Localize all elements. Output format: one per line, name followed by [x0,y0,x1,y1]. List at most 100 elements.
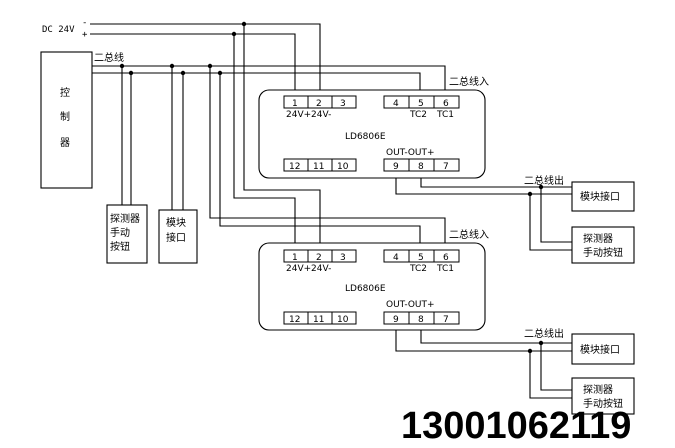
terminal-number: 1 [292,99,298,109]
bus-in-label: 二总线入 [449,228,489,241]
terminal-number: 7 [443,315,449,325]
junction-dot [128,70,134,76]
terminal-number: 8 [418,162,424,172]
junction-dot [180,70,186,76]
terminal-block [283,95,357,109]
terminal-number: 8 [418,315,424,325]
terminal-number: 1 [292,253,298,263]
wire-dc-minus-branch [243,24,321,250]
controller-box [40,51,93,189]
terminal-block [383,249,460,263]
detector-box-frame [106,204,148,264]
terminal-number: 11 [313,315,324,325]
terminal-block [383,158,460,172]
junction-dot [241,21,247,27]
wire-dev1-side-b [540,187,572,243]
phone-number: 13001062119 [401,405,631,447]
terminal-label: 24V- [311,110,331,120]
terminal-label: 24V- [311,264,331,274]
terminal-number: 10 [337,162,349,172]
terminal-number: 4 [393,253,399,263]
terminal-number: 12 [289,162,300,172]
junction-dot [538,184,544,190]
terminal-label: TC1 [436,264,454,274]
bus-in-label: 二总线入 [449,75,489,88]
terminal-block [383,95,460,109]
junction-dots [119,21,544,354]
side-detector-label: 探测器 [583,383,613,396]
wires [90,23,572,399]
module-box-line: 模块 [166,217,186,229]
device-model: LD6806E [345,132,386,142]
side-module-label: 模块接口 [580,190,620,203]
detector-box-line: 按钮 [110,240,130,253]
wire-dev2-side-b [540,343,572,391]
junction-dot [527,191,533,197]
terminal-number: 4 [393,99,399,109]
out-label: OUT-OUT+ [386,148,435,158]
terminal-number: 3 [340,99,346,109]
junction-dot [169,63,175,69]
terminal-label: TC1 [436,110,454,120]
wire-dev1-side-a [529,194,572,251]
terminal-block [383,311,460,325]
junction-dot [207,63,213,69]
bus-out-label: 二总线出 [524,174,564,187]
wire-dc-plus [90,33,296,96]
junction-dot [231,31,237,37]
wire-bus-b [92,72,421,96]
bus-out-label: 二总线出 [524,327,564,340]
wire-dev2-side-a [529,351,572,399]
side-detector-box [571,226,635,264]
wire-dc-plus-branch [233,34,296,250]
side-module-box [571,181,635,212]
terminal-block [283,249,357,263]
terminal-number: 7 [443,162,449,172]
out-label: OUT-OUT+ [386,300,435,310]
side-detector-label: 探测器 [583,232,613,245]
power-label: DC 24V [42,25,75,35]
terminal-number: 11 [313,162,324,172]
controller-char: 制 [60,110,70,123]
terminal-number: 5 [418,99,424,109]
detector-box: 探测器 手动 按钮 [106,204,148,264]
module-box-line: 接口 [166,231,186,244]
bus-label: 二总线 [94,51,124,64]
side-module-box [571,333,635,365]
terminal-number: 2 [316,99,322,109]
module-box: 模块 接口 [158,209,198,264]
controller-char: 器 [60,137,70,149]
junction-dot [217,70,223,76]
terminal-number: 10 [337,315,349,325]
terminal-label: 24V+ [286,110,311,120]
device-2: 1 2 3 4 5 6 24V+ 24V- TC2 TC1 LD6806E OU… [258,228,635,415]
power-minus-label: - [82,18,87,28]
device-1: 1 2 3 4 5 6 24V+ 24V- TC2 TC1 LD6806E OU… [258,75,635,264]
wire-dc-minus [90,23,321,96]
detector-box-line: 手动 [110,226,130,239]
side-detector-label: 手动按钮 [583,397,623,410]
terminal-number: 9 [393,162,399,172]
side-detector-box [571,377,635,415]
side-module-label: 模块接口 [580,343,620,356]
terminal-block [283,311,357,325]
device-body [258,242,486,331]
wire-bus-b-dev2 [219,73,421,250]
controller-char: 控 [60,86,70,99]
junction-dot [527,348,533,354]
terminal-number: 6 [443,99,449,109]
terminal-block [283,158,357,172]
terminal-label: TC2 [409,264,427,274]
wire-dev2-out-a [395,324,572,352]
terminal-number: 9 [393,315,399,325]
device-body [258,89,486,179]
detector-box-line: 探测器 [110,212,140,225]
terminal-number: 2 [316,253,322,263]
controller: 控 制 器 [40,51,93,189]
terminal-number: 3 [340,253,346,263]
terminal-label: 24V+ [286,264,311,274]
side-detector-label: 手动按钮 [583,246,623,259]
wire-bus-a-dev2 [209,66,446,250]
junction-dot [119,63,125,69]
